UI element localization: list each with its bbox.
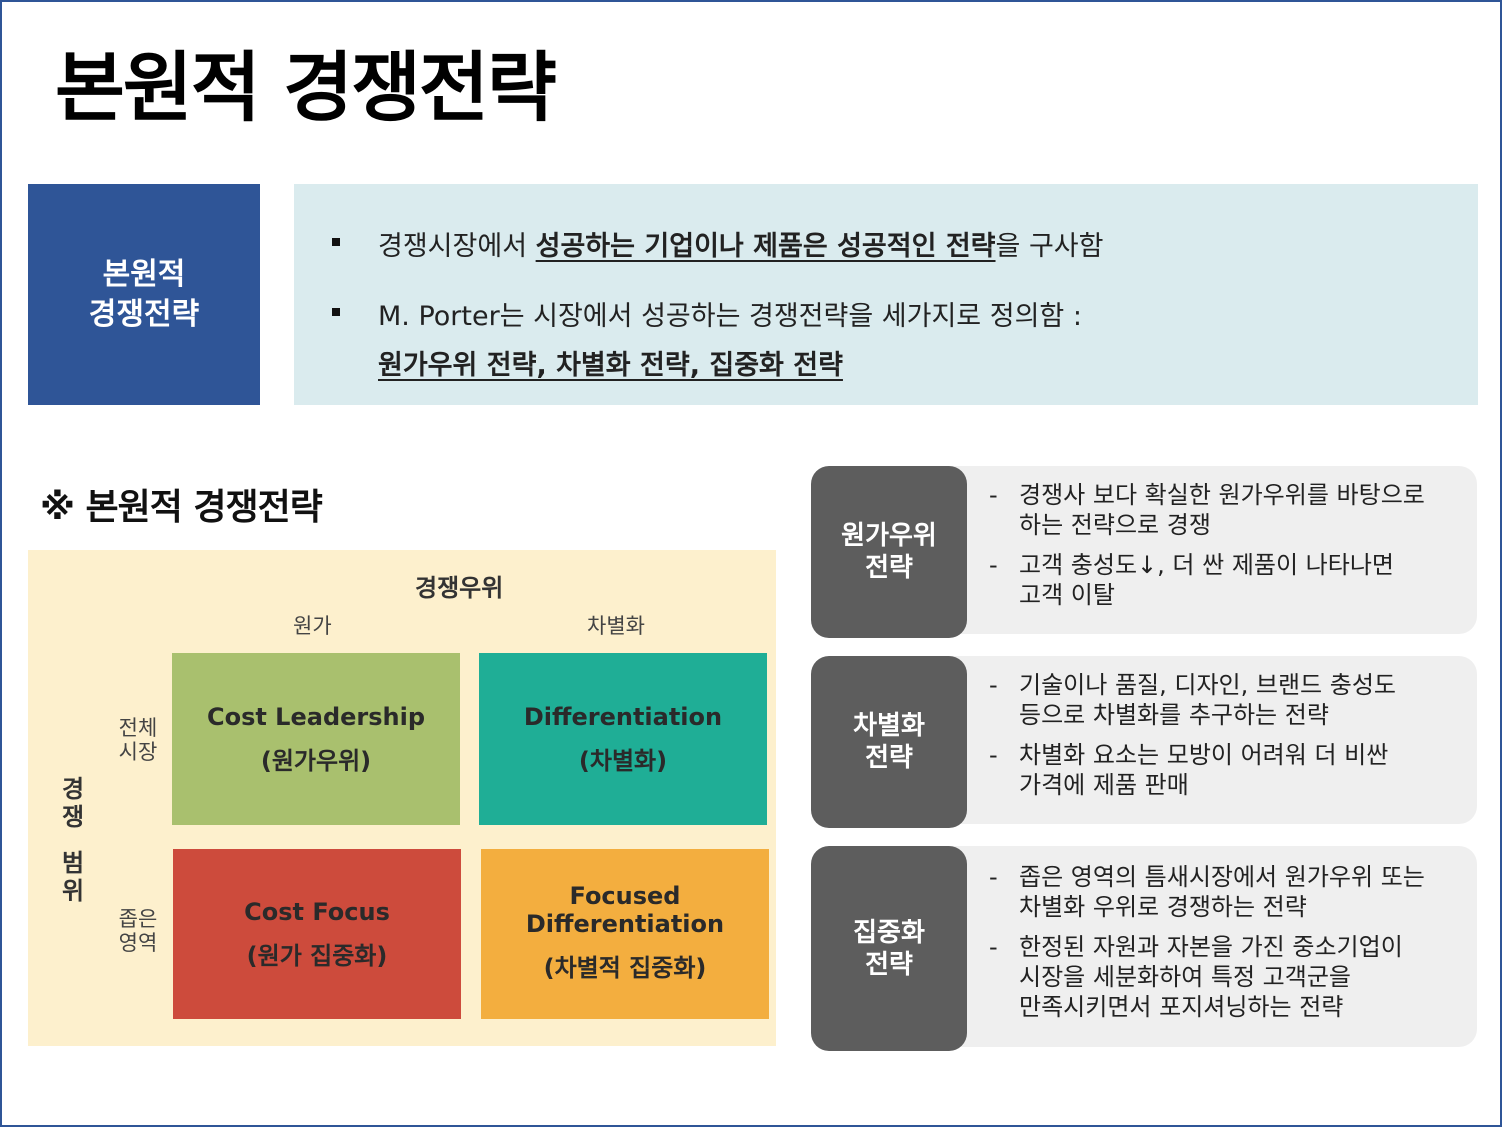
y-axis-title: 경 쟁 범 위	[58, 775, 88, 905]
row-header-whole-market: 전체 시장	[118, 716, 158, 764]
strategy-label-line: 전략	[865, 553, 913, 583]
definition-box: 경쟁시장에서 성공하는 기업이나 제품은 성공적인 전략을 구사함 M. Por…	[294, 184, 1478, 405]
strategy-label-line: 원가우위	[841, 521, 937, 551]
item-line: 한정된 자원과 자본을 가진 중소기업이	[1019, 933, 1403, 961]
cell-english-label: Differentiation	[525, 910, 725, 938]
row-header-line: 시장	[118, 740, 158, 764]
row-header-line: 좁은	[118, 907, 158, 931]
item-line: 차별화 우위로 경쟁하는 전략	[1019, 893, 1307, 921]
y-axis-char: 범	[61, 849, 85, 877]
bullet-text: 경쟁시장에서	[378, 231, 536, 262]
row-header-narrow-segment: 좁은 영역	[118, 907, 158, 955]
section-title: ※ 본원적 경쟁전략	[40, 487, 323, 528]
cell-english-label: Focused	[569, 882, 681, 910]
strategy-label-line: 전략	[865, 949, 913, 980]
item-line: 고객 이탈	[1019, 581, 1115, 609]
item-line: 차별화 요소는 모방이 어려워 더 비싼	[1019, 741, 1389, 769]
definition-label-line1: 본원적	[102, 256, 186, 292]
strategy-label-line: 집중화	[853, 917, 925, 948]
dash-bullet-icon: -	[989, 741, 998, 769]
slide-title: 본원적 경쟁전략	[55, 43, 557, 132]
dash-bullet-icon: -	[989, 863, 998, 891]
cell-korean-label: (원가우위)	[260, 747, 372, 775]
strategy-label-line: 전략	[865, 743, 913, 773]
column-header-cost: 원가	[293, 614, 332, 638]
cell-cost-focus: Cost Focus (원가 집중화)	[173, 849, 461, 1019]
cell-korean-label: (원가 집중화)	[246, 942, 388, 970]
bullet-emphasis: 성공하는 기업이나 제품은 성공적인 전략	[535, 231, 996, 262]
definition-label: 본원적 경쟁전략	[28, 184, 260, 405]
item-line: 가격에 제품 판매	[1019, 771, 1189, 799]
cell-differentiation: Differentiation (차별화)	[479, 653, 767, 825]
strategy-matrix: 경쟁우위 원가 차별화 경 쟁 범 위 전체 시장 좁은 영역 Cost Lea…	[28, 550, 776, 1046]
dash-bullet-icon: -	[989, 481, 998, 509]
strategy-body	[911, 656, 1477, 824]
item-line: 만족시키면서 포지셔닝하는 전략	[1019, 993, 1344, 1021]
row-header-line: 영역	[118, 931, 158, 955]
bullet-emphasis: 원가우위 전략, 차별화 전략, 집중화 전략	[378, 350, 843, 381]
cell-korean-label: (차별적 집중화)	[543, 954, 707, 982]
bullet-text: 을 구사함	[995, 231, 1104, 262]
cell-focused-differentiation: Focused Differentiation (차별적 집중화)	[481, 849, 769, 1019]
x-axis-title: 경쟁우위	[415, 574, 504, 602]
dash-bullet-icon: -	[989, 551, 998, 579]
item-line: 시장을 세분화하여 특정 고객군을	[1019, 963, 1352, 991]
y-axis-char: 경	[61, 775, 85, 803]
item-line: 경쟁사 보다 확실한 원가우위를 바탕으로	[1019, 481, 1425, 509]
item-line: 고객 충성도↓, 더 싼 제품이 나타나면	[1019, 551, 1395, 579]
column-header-differentiation: 차별화	[587, 614, 645, 638]
cell-english-label: Cost Leadership	[206, 703, 426, 731]
item-line: 기술이나 품질, 디자인, 브랜드 충성도	[1019, 671, 1396, 699]
strategy-body	[911, 466, 1477, 634]
row-header-line: 전체	[118, 716, 158, 740]
definition-label-line2: 경쟁전략	[88, 296, 200, 332]
square-bullet-icon	[332, 308, 340, 316]
cell-cost-leadership: Cost Leadership (원가우위)	[172, 653, 460, 825]
item-line: 하는 전략으로 경쟁	[1019, 511, 1211, 539]
strategy-label-line: 차별화	[853, 711, 925, 741]
cell-english-label: Differentiation	[523, 703, 723, 731]
strategy-body	[911, 846, 1477, 1047]
dash-bullet-icon: -	[989, 933, 998, 961]
cell-korean-label: (차별화)	[578, 747, 668, 775]
y-axis-char: 위	[61, 877, 85, 905]
dash-bullet-icon: -	[989, 671, 998, 699]
cell-english-label: Cost Focus	[244, 898, 390, 926]
item-line: 좁은 영역의 틈새시장에서 원가우위 또는	[1019, 863, 1425, 891]
square-bullet-icon	[332, 238, 340, 246]
y-axis-char: 쟁	[61, 803, 85, 831]
item-line: 등으로 차별화를 추구하는 전략	[1019, 701, 1329, 729]
bullet-text: M. Porter는 시장에서 성공하는 경쟁전략을 세가지로 정의함 :	[378, 301, 1082, 332]
